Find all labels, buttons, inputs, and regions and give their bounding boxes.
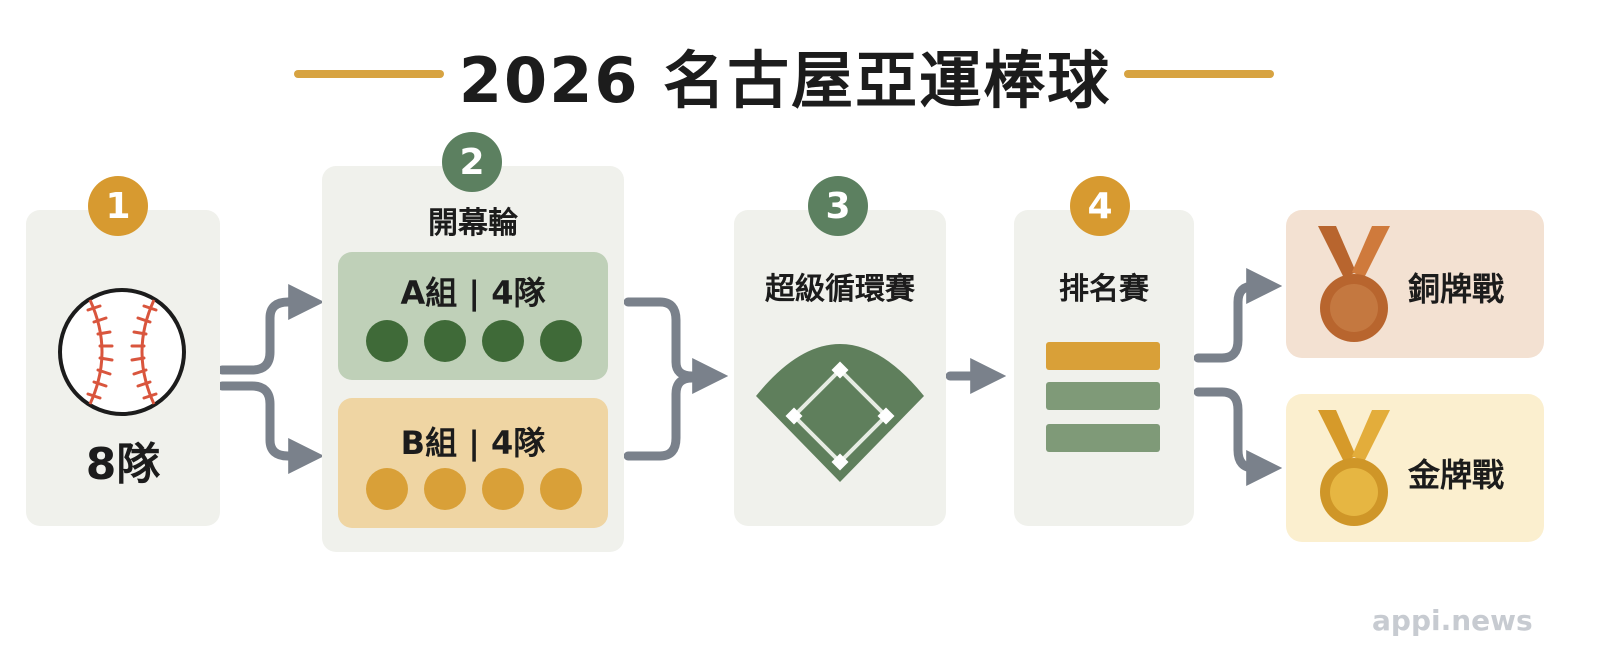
arrow-ranking-to-bronze	[1193, 268, 1283, 363]
step-2-badge: 2	[442, 132, 502, 192]
step-3-badge: 3	[808, 176, 868, 236]
ranking-round-label: 排名賽	[1059, 272, 1149, 307]
group-b-team-1	[366, 468, 408, 510]
page-title: 2026 名古屋亞運棒球	[458, 44, 1112, 117]
group-b-label: B組 | 4隊	[400, 424, 546, 462]
baseball-field-icon	[756, 344, 924, 482]
group-b-team-3	[482, 468, 524, 510]
ranking-bar-2	[1046, 382, 1160, 410]
group-a-team-1	[366, 320, 408, 362]
group-b-team-2	[424, 468, 466, 510]
group-b-card: B組 | 4隊	[338, 398, 608, 528]
group-a-team-4	[540, 320, 582, 362]
group-a-card: A組 | 4隊	[338, 252, 608, 380]
step-1-badge: 1	[88, 176, 148, 236]
step-4-badge: 4	[1070, 176, 1130, 236]
team-count-label: 8隊	[85, 439, 161, 490]
arrow-group-a-to-round-robin	[623, 297, 729, 394]
group-a-team-3	[482, 320, 524, 362]
arrow-group-b-to-round-robin	[623, 373, 697, 461]
title-decoration-right	[1124, 70, 1274, 78]
ranking-bar-3	[1046, 424, 1160, 452]
ranking-bar-1	[1046, 342, 1160, 370]
arrow-teams-to-group-b	[217, 381, 325, 474]
gold-medal-label: 金牌戰	[1408, 456, 1505, 494]
group-a-team-2	[424, 320, 466, 362]
bronze-medal-label: 銅牌戰	[1408, 270, 1505, 308]
group-a-label: A組 | 4隊	[400, 274, 546, 312]
watermark: appi.news	[1372, 604, 1533, 637]
arrow-ranking-to-gold	[1193, 387, 1283, 486]
baseball-icon	[58, 288, 186, 416]
title-decoration-left	[294, 70, 444, 78]
gold-medal-icon	[1318, 410, 1390, 526]
group-b-team-4	[540, 468, 582, 510]
bronze-medal-icon	[1318, 226, 1390, 342]
super-round-label: 超級循環賽	[765, 272, 915, 307]
title-area: 2026 名古屋亞運棒球	[0, 30, 1600, 120]
opening-round-label: 開幕輪	[428, 206, 518, 241]
arrow-teams-to-group-a	[217, 284, 325, 375]
